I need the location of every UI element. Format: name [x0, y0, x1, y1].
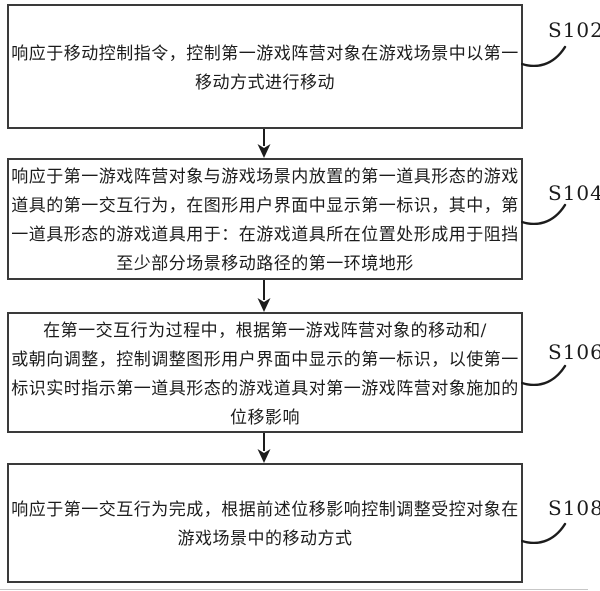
flow-arrow-3-4 [255, 433, 273, 463]
ref-line-s106 [521, 364, 569, 386]
step-label-s102: S102 [548, 18, 600, 42]
step-box-s108: 响应于第一交互行为完成，根据前述位移影响控制调整受控对象在 游戏场景中的移动方式 [7, 463, 523, 583]
step-text-line: 游戏场景中的移动方式 [177, 529, 353, 549]
step-text-line: 一道具形态的游戏道具用于：在游戏道具所在位置处形成用于阻挡 [11, 225, 519, 245]
step-box-s106: 在第一交互行为过程中，根据第一游戏阵营对象的移动和/ 或朝向调整，控制调整图形用… [7, 312, 523, 433]
ref-line-s104 [521, 203, 569, 225]
step-box-s102: 响应于移动控制指令，控制第一游戏阵营对象在游戏场景中以第一 移动方式进行移动 [7, 4, 523, 129]
step-text-line: 响应于第一游戏阵营对象与游戏场景内放置的第一道具形态的游戏 [11, 167, 519, 187]
step-text-line: 在第一交互行为过程中，根据第一游戏阵营对象的移动和/ [43, 320, 487, 341]
step-text-s106: 在第一交互行为过程中，根据第一游戏阵营对象的移动和/ 或朝向调整，控制调整图形用… [11, 313, 519, 433]
step-text-line: 或朝向调整，控制调整图形用户界面中显示的第一标识，以使第一 [11, 349, 519, 370]
step-text-line: 标识实时指示第一道具形态的游戏道具对第一游戏阵营对象施加的 [11, 378, 519, 399]
ref-line-s108 [521, 522, 569, 544]
step-text-line: 位移影响 [230, 407, 300, 428]
page-edge-line [0, 589, 588, 590]
step-text-line: 至少部分场景移动路径的第一环境地形 [116, 254, 414, 274]
step-box-s104: 响应于第一游戏阵营对象与游戏场景内放置的第一道具形态的游戏 道具的第一交互行为，… [7, 158, 523, 280]
flow-arrow-2-3 [255, 280, 273, 312]
step-label-s108: S108 [548, 496, 600, 520]
step-text-s104: 响应于第一游戏阵营对象与游戏场景内放置的第一道具形态的游戏 道具的第一交互行为，… [11, 159, 519, 279]
step-label-s104: S104 [548, 181, 600, 205]
step-text-line: 道具的第一交互行为，在图形用户界面中显示第一标识，其中，第 [11, 196, 519, 216]
step-text-line: 响应于移动控制指令，控制第一游戏阵营对象在游戏场景中以第一 [11, 43, 519, 64]
step-text-line: 响应于第一交互行为完成，根据前述位移影响控制调整受控对象在 [11, 500, 519, 520]
ref-line-s102 [521, 45, 569, 67]
flow-arrow-1-2 [255, 129, 273, 158]
step-text-s102: 响应于移动控制指令，控制第一游戏阵营对象在游戏场景中以第一 移动方式进行移动 [11, 36, 519, 98]
step-text-line: 移动方式进行移动 [195, 72, 335, 93]
step-label-s106: S106 [548, 340, 600, 364]
step-text-s108: 响应于第一交互行为完成，根据前述位移影响控制调整受控对象在 游戏场景中的移动方式 [11, 492, 519, 554]
